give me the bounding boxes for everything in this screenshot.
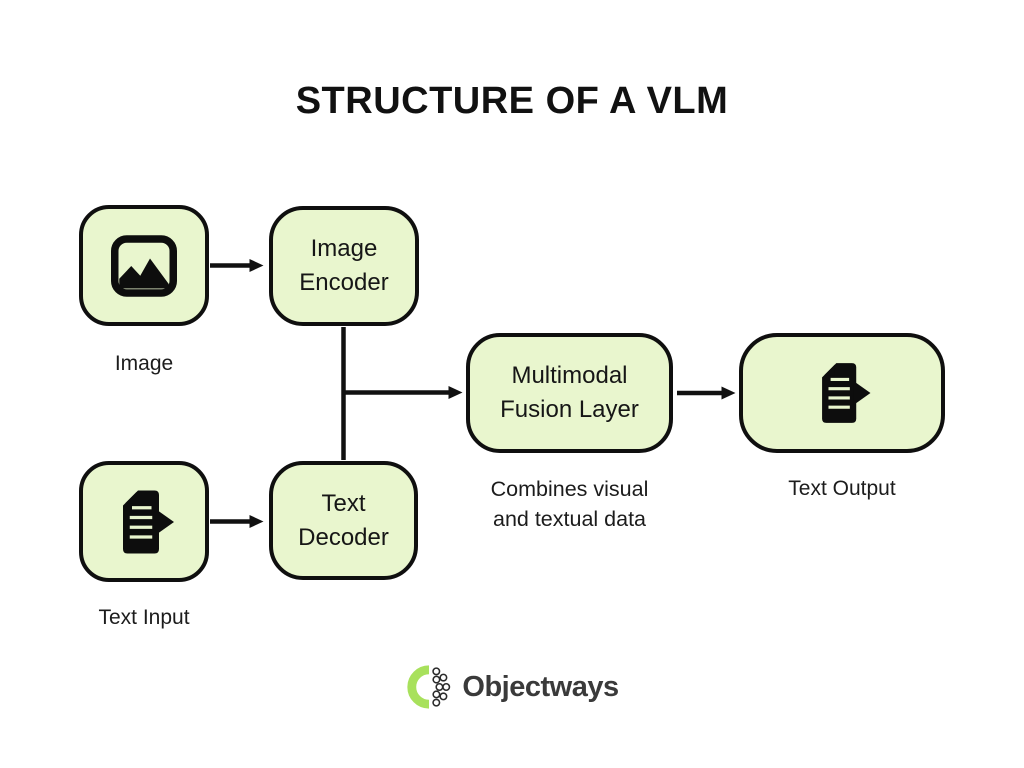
fusion-caption: Combines visual and textual data bbox=[456, 474, 683, 534]
brand-name: Objectways bbox=[462, 670, 619, 703]
document-arrow-icon bbox=[822, 363, 871, 423]
image-icon bbox=[111, 234, 177, 297]
node-fusion-line1: Multimodal bbox=[511, 362, 628, 390]
page-title: STRUCTURE OF A VLM bbox=[295, 80, 729, 122]
node-text-decoder-line2: Decoder bbox=[298, 523, 389, 551]
node-text-decoder-line1: Text bbox=[321, 489, 366, 517]
node-text-output-label: Text Output bbox=[788, 477, 896, 500]
fusion-caption-line2: and textual data bbox=[492, 507, 646, 532]
brand-footer: Objectways bbox=[0, 663, 1024, 711]
node-image-encoder: Image Encoder bbox=[269, 206, 419, 326]
node-text-decoder: Text Decoder bbox=[269, 461, 418, 580]
node-fusion-layer: Multimodal Fusion Layer bbox=[466, 333, 673, 453]
node-image-label: Image bbox=[114, 352, 174, 375]
fusion-caption-line1: Combines visual bbox=[490, 477, 649, 501]
node-text-input-label: Text Input bbox=[98, 606, 190, 629]
node-image-encoder-line1: Image bbox=[310, 235, 378, 263]
node-image-encoder-line2: Encoder bbox=[299, 269, 389, 296]
node-text-output bbox=[739, 333, 945, 453]
node-fusion-line2: Fusion Layer bbox=[500, 396, 639, 423]
objectways-ring-icon bbox=[407, 665, 451, 709]
document-arrow-icon bbox=[123, 490, 174, 553]
node-image bbox=[79, 205, 209, 326]
node-text-input bbox=[79, 461, 209, 582]
